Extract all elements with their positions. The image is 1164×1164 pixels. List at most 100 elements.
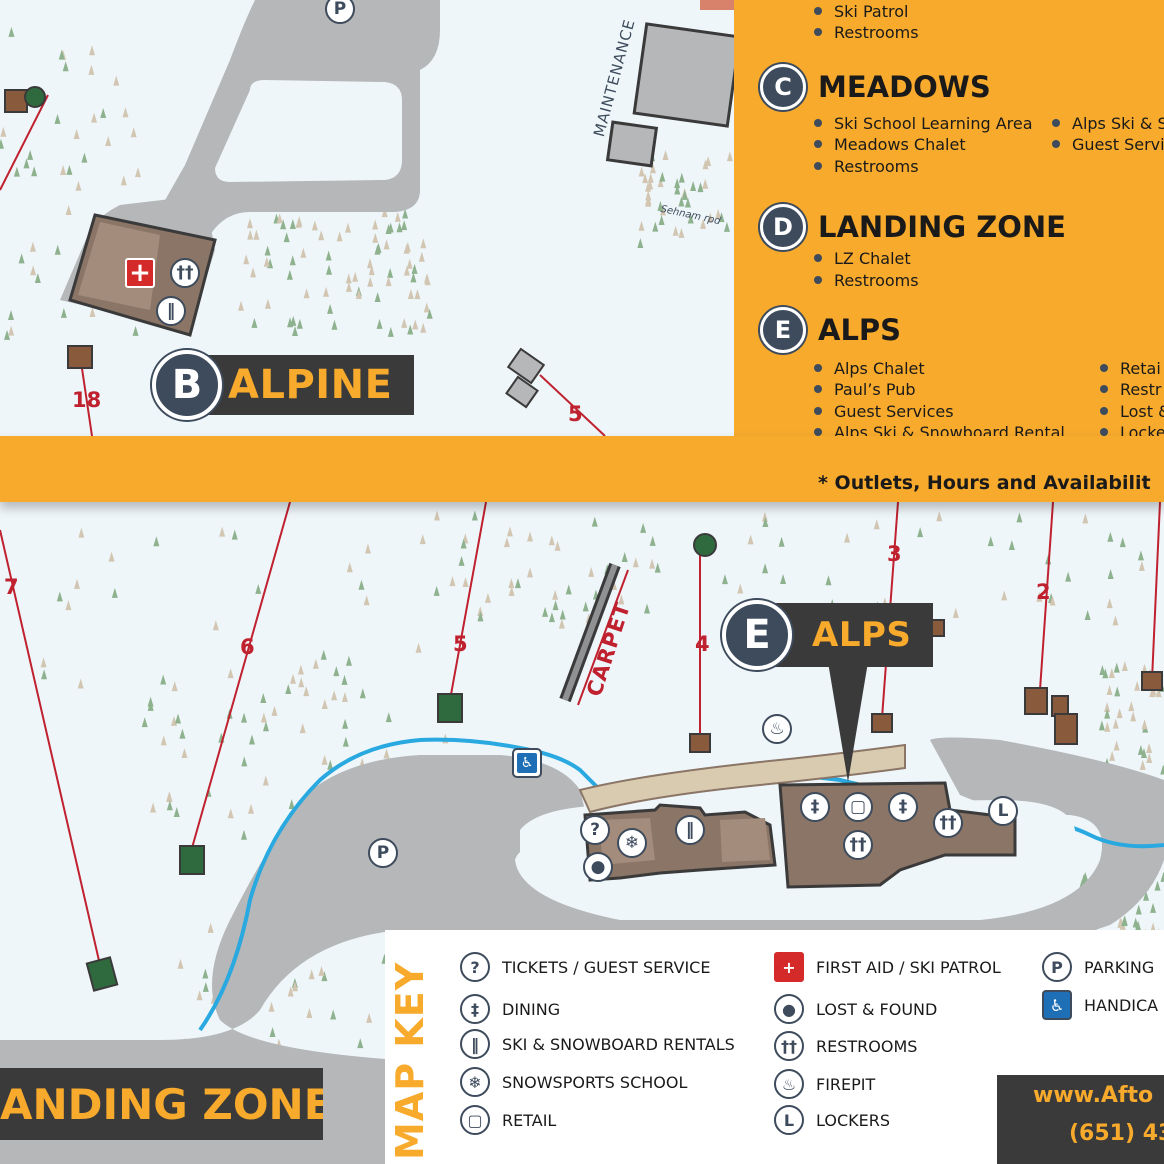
lockers-icon: L xyxy=(774,1105,804,1135)
zone-e-label: E ALPS xyxy=(722,600,934,670)
key-lost-found: ●LOST & FOUND xyxy=(774,994,937,1024)
firepit-icon: ♨ xyxy=(762,714,792,744)
zone-b-badge: B xyxy=(152,350,222,420)
section-e-header: E ALPS xyxy=(760,307,901,353)
lockers-icon: L xyxy=(988,796,1018,826)
lift-number: 2 xyxy=(1036,580,1051,604)
parking-icon: P xyxy=(1042,952,1072,982)
list-item: LZ Chalet xyxy=(814,249,911,268)
alps-chalet-building xyxy=(778,781,1017,889)
restrooms-icon: †† xyxy=(170,258,200,288)
key-label: FIREPIT xyxy=(816,1074,876,1094)
key-label: SKI & SNOWBOARD RENTALS xyxy=(502,1034,735,1054)
zone-e-name: ALPS xyxy=(762,603,934,667)
list-item: Alps Ski & Snowboard Rental xyxy=(814,423,1065,436)
lost-found-icon: ● xyxy=(583,852,613,882)
website-link[interactable]: www.Afto xyxy=(1033,1083,1154,1108)
key-label: FIRST AID / SKI PATROL xyxy=(816,957,1001,977)
list-item: Paul’s Pub xyxy=(814,380,916,399)
retail-bag-icon: ▢ xyxy=(460,1105,490,1135)
info-footnote-band: * Outlets, Hours and Availabilit xyxy=(0,436,1164,502)
key-label: PARKING xyxy=(1084,957,1155,977)
key-label: SNOWSPORTS SCHOOL xyxy=(502,1072,688,1092)
dining-icon: ‡ xyxy=(888,792,918,822)
phone-number: (651) 43 xyxy=(1069,1121,1164,1146)
map-key-title: MAP KEY xyxy=(388,961,432,1160)
ski-rental-icon: ‖ xyxy=(675,815,705,845)
key-rentals: ‖ SKI & SNOWBOARD RENTALS xyxy=(460,1029,735,1059)
lift-number: 4 xyxy=(695,632,710,656)
ski-rental-icon: ‖ xyxy=(156,296,186,326)
list-item: Restrooms xyxy=(814,23,919,42)
lift-number: 3 xyxy=(887,542,902,566)
section-e-badge: E xyxy=(760,307,806,353)
lift-number: 7 xyxy=(4,575,19,599)
key-label: RETAIL xyxy=(502,1110,557,1130)
snowflake-icon: ❄ xyxy=(460,1067,490,1097)
info-panel: Ski Patrol Restrooms C MEADOWS Ski Schoo… xyxy=(734,0,1164,436)
key-firepit: ♨ FIREPIT xyxy=(774,1069,875,1099)
key-parking: P PARKING xyxy=(1042,952,1154,982)
restrooms-icon: †† xyxy=(933,808,963,838)
lift-number: 6 xyxy=(240,635,255,659)
key-first-aid: + FIRST AID / SKI PATROL xyxy=(774,952,1001,982)
key-label: LOCKERS xyxy=(816,1110,890,1130)
parking-icon: P xyxy=(368,838,398,868)
section-c-header: C MEADOWS xyxy=(760,64,991,110)
section-e-title: ALPS xyxy=(818,313,902,347)
list-item: Alps Chalet xyxy=(814,359,925,378)
section-c-title: MEADOWS xyxy=(818,70,991,104)
maintenance-label: MAINTENANCE xyxy=(590,16,639,139)
key-label: RESTROOMS xyxy=(816,1036,918,1056)
dining-icon: ‡ xyxy=(460,994,490,1024)
zone-e-badge: E xyxy=(722,600,792,670)
key-tickets: ? TICKETS / GUEST SERVICE xyxy=(460,952,710,982)
section-c-badge: C xyxy=(760,64,806,110)
list-item: Alps Ski & S xyxy=(1052,114,1164,133)
parking-icon: P xyxy=(325,0,355,24)
handicap-icon: ♿ xyxy=(512,748,542,778)
question-icon: ? xyxy=(580,815,610,845)
list-item: Restrooms xyxy=(814,157,919,176)
key-label: TICKETS / GUEST SERVICE xyxy=(502,957,711,977)
lift-number: 5 xyxy=(453,632,468,656)
lift-number: 18 xyxy=(72,388,102,412)
firepit-icon: ♨ xyxy=(774,1069,804,1099)
section-d-header: D LANDING ZONE xyxy=(760,204,1066,250)
key-lockers: L LOCKERS xyxy=(774,1105,890,1135)
list-item: Meadows Chalet xyxy=(814,135,966,154)
ski-rental-icon: ‖ xyxy=(460,1029,490,1059)
list-item: Guest Services xyxy=(814,402,954,421)
snowflake-icon: ❄ xyxy=(617,828,647,858)
first-aid-icon: + xyxy=(125,258,155,288)
key-dining: ‡ DINING xyxy=(460,994,560,1024)
list-item: Restr xyxy=(1100,380,1161,399)
first-aid-icon: + xyxy=(774,952,804,982)
section-d-badge: D xyxy=(760,204,806,250)
zone-b-name: ALPINE xyxy=(192,355,415,415)
restrooms-icon: †† xyxy=(843,830,873,860)
handicap-icon: ♿ xyxy=(1042,990,1072,1020)
footnote: * Outlets, Hours and Availabilit xyxy=(818,472,1151,494)
key-label: DINING xyxy=(502,999,561,1019)
list-item: Locke xyxy=(1100,423,1164,436)
section-d-title: LANDING ZONE xyxy=(818,210,1066,244)
list-item: Lost & xyxy=(1100,402,1164,421)
zone-b-label: B ALPINE xyxy=(152,350,415,420)
contact-box: www.Afto (651) 43 xyxy=(997,1075,1164,1164)
list-item: Guest Servic xyxy=(1052,135,1164,154)
key-school: ❄ SNOWSPORTS SCHOOL xyxy=(460,1067,687,1097)
list-item: Restrooms xyxy=(814,271,919,290)
lift-number: 5 xyxy=(568,402,583,426)
road-bottom xyxy=(0,737,1164,1164)
restrooms-icon: †† xyxy=(774,1031,804,1061)
retail-bag-icon: ▢ xyxy=(843,792,873,822)
key-restrooms: †† RESTROOMS xyxy=(774,1031,917,1061)
key-label: LOST & FOUND xyxy=(816,999,938,1019)
key-label: HANDICA xyxy=(1084,995,1159,1015)
question-icon: ? xyxy=(460,952,490,982)
zone-d-name: ANDING ZONE xyxy=(0,1068,323,1140)
dining-icon: ‡ xyxy=(800,792,830,822)
key-retail: ▢ RETAIL xyxy=(460,1105,556,1135)
key-handicap: ♿ HANDICA xyxy=(1042,990,1158,1020)
